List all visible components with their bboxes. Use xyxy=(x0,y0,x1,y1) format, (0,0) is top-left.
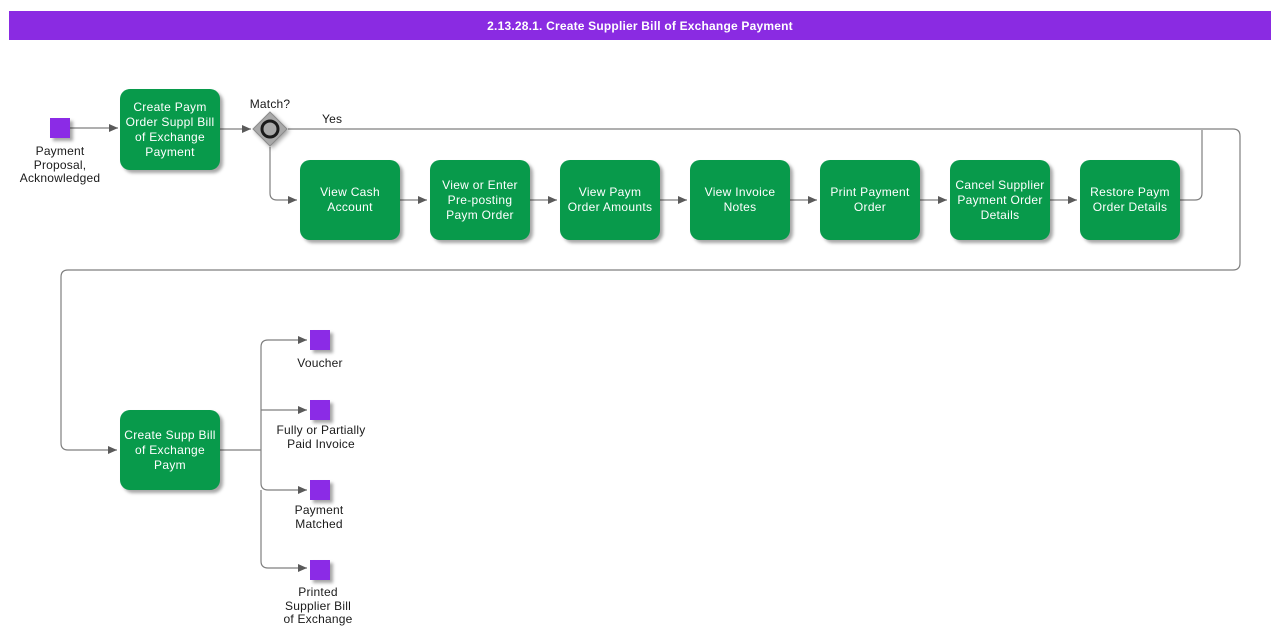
diagram-title-bar: 2.13.28.1. Create Supplier Bill of Excha… xyxy=(9,11,1271,40)
event-label-payment-matched: Payment Matched xyxy=(294,503,344,531)
task-print-payment-order[interactable]: Print Payment Order xyxy=(820,160,920,240)
task-create-supp-bill-of-exchange[interactable]: Create Supp Bill of Exchange Paym xyxy=(120,410,220,490)
connector-14 xyxy=(260,450,307,494)
gateway-label: Match? xyxy=(249,97,291,111)
event-payment-proposal-acknowledged[interactable] xyxy=(50,118,70,138)
edge-label-0: Yes xyxy=(322,112,343,126)
gateway-circle-icon xyxy=(260,119,280,139)
gateway-match-gateway xyxy=(252,111,288,147)
connector-3 xyxy=(269,147,297,204)
event-label-voucher: Voucher xyxy=(297,356,343,370)
event-label-fully-or-partially-paid-invoice: Fully or Partially Paid Invoice xyxy=(276,423,366,451)
connector-10 xyxy=(1180,130,1203,201)
task-view-cash-account[interactable]: View Cash Account xyxy=(300,160,400,240)
event-payment-matched[interactable] xyxy=(310,480,330,500)
task-view-or-enter-preposting[interactable]: View or Enter Pre-posting Paym Order xyxy=(430,160,530,240)
task-view-paym-order-amounts[interactable]: View Paym Order Amounts xyxy=(560,160,660,240)
task-view-invoice-notes[interactable]: View Invoice Notes xyxy=(690,160,790,240)
event-fully-or-partially-paid-invoice[interactable] xyxy=(310,400,330,420)
task-restore-paym-order-details[interactable]: Restore Paym Order Details xyxy=(1080,160,1180,240)
event-voucher[interactable] xyxy=(310,330,330,350)
gateway-diamond-icon xyxy=(252,111,288,147)
event-label-payment-proposal-acknowledged: Payment Proposal, Acknowledged xyxy=(19,144,101,185)
event-printed-supplier-bill[interactable] xyxy=(310,560,330,580)
task-create-paym-order-suppl-bill[interactable]: Create Paym Order Suppl Bill of Exchange… xyxy=(120,89,220,170)
event-label-printed-supplier-bill: Printed Supplier Bill of Exchange xyxy=(283,585,353,626)
task-cancel-supplier-payment-order[interactable]: Cancel Supplier Payment Order Details xyxy=(950,160,1050,240)
